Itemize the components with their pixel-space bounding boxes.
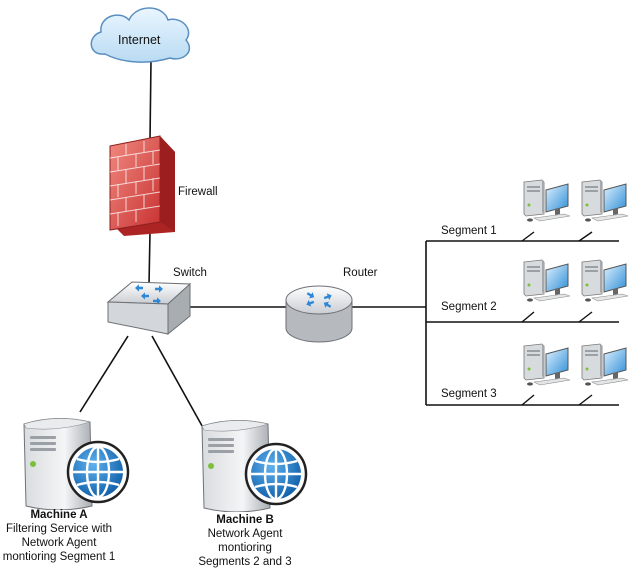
workstation-computer-icon — [523, 259, 571, 303]
server-globe-icon-machine-b — [200, 419, 308, 512]
machine-a-line-1: Filtering Service with — [5, 523, 113, 535]
link-internet-firewall — [149, 59, 152, 141]
internet-cloud-icon — [90, 7, 191, 63]
network-switch-icon — [106, 281, 192, 336]
segment-3-label: Segment 3 — [441, 388, 497, 400]
machine-a-line-3: montioring Segment 1 — [2, 551, 116, 563]
firewall-label: Firewall — [178, 186, 218, 198]
workstation-computer-icon — [581, 179, 629, 223]
server-globe-icon-machine-a — [22, 417, 130, 510]
firewall-brick-icon — [109, 135, 175, 236]
machine-b-line-3: Segments 2 and 3 — [198, 556, 292, 568]
machine-a-line-2: Network Agent — [21, 537, 97, 549]
workstation-computer-icon — [523, 179, 571, 223]
link-firewall-switch — [148, 231, 151, 286]
switch-label: Switch — [173, 267, 207, 279]
segment-2-workstations — [523, 259, 629, 303]
machine-b-line-2: montioring — [218, 542, 272, 554]
internet-label: Internet — [118, 33, 161, 47]
segment-2-label: Segment 2 — [441, 301, 497, 313]
workstation-computer-icon — [581, 343, 629, 387]
machine-b-title: Machine B — [216, 514, 274, 526]
machine-a-caption: Machine A Filtering Service with Network… — [0, 508, 118, 564]
segment-1-workstations — [523, 179, 629, 223]
segment-lines — [426, 231, 619, 406]
network-router-icon — [285, 285, 353, 343]
link-switch-machine-a — [79, 335, 129, 413]
segment-3-workstations — [523, 343, 629, 387]
machine-b-line-1: Network Agent — [207, 528, 283, 540]
connection-lines — [79, 59, 427, 434]
segment-1-label: Segment 1 — [441, 225, 497, 237]
machine-a-title: Machine A — [30, 509, 88, 521]
link-switch-machine-b — [151, 335, 207, 434]
workstation-computer-icon — [581, 259, 629, 303]
workstation-computer-icon — [523, 343, 571, 387]
machine-b-caption: Machine B Network Agent montioring Segme… — [186, 513, 304, 569]
router-label: Router — [343, 267, 378, 279]
